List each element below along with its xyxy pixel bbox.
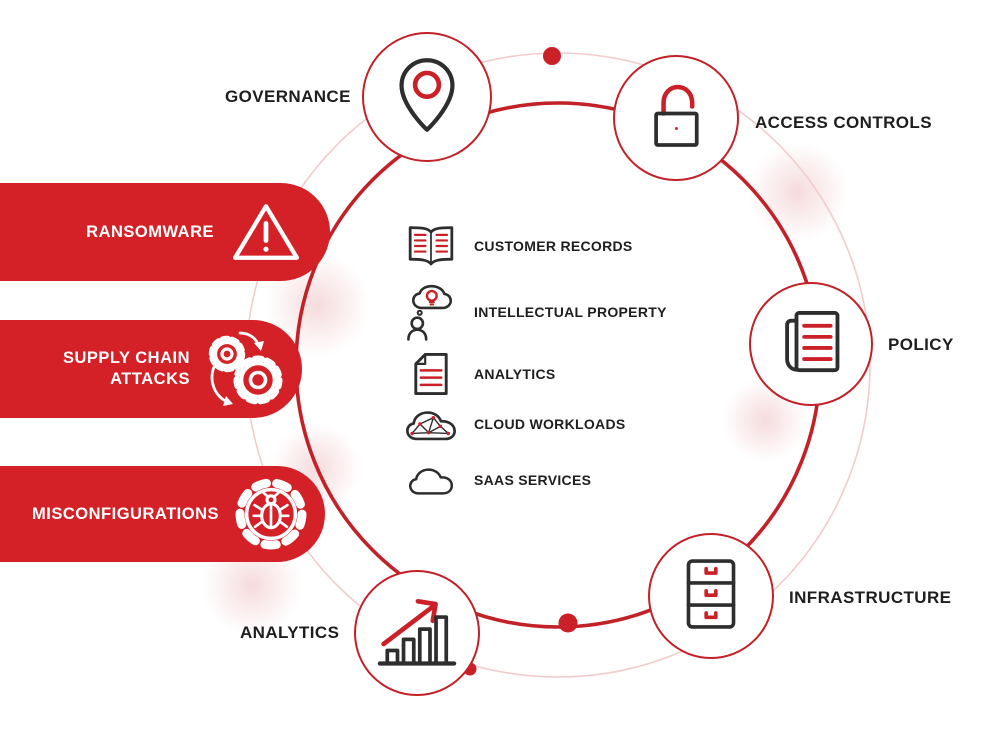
cloud-icon [404, 463, 458, 497]
threat-banner-misconfigurations: MISCONFIGURATIONS [0, 466, 325, 562]
threat-banner-ransomware: RANSOMWARE [0, 183, 330, 281]
gears-cycle-icon [202, 327, 286, 411]
analytics-label: ANALYTICS [240, 623, 340, 642]
policy-label: POLICY [888, 335, 954, 354]
infrastructure-label: INFRASTRUCTURE [789, 588, 952, 607]
asset-label: INTELLECTUAL PROPERTY [474, 304, 667, 320]
supply-chain-label: SUPPLY CHAIN ATTACKS [62, 349, 190, 388]
ring-dot [558, 613, 578, 633]
node-governance [362, 32, 492, 162]
storage-drawers-icon [682, 557, 740, 636]
asset-intellectual-property: INTELLECTUAL PROPERTY [404, 284, 667, 341]
node-analytics [354, 570, 480, 696]
node-infrastructure [648, 533, 774, 659]
bug-gear-icon [232, 475, 310, 553]
open-book-icon [404, 223, 458, 269]
asset-saas-services: SAAS SERVICES [404, 456, 591, 504]
asset-customer-records: CUSTOMER RECORDS [404, 222, 633, 270]
ransomware-label: RANSOMWARE [86, 222, 214, 241]
idea-person-icon [404, 282, 458, 342]
threat-banner-supply-chain: SUPPLY CHAIN ATTACKS [0, 320, 302, 418]
location-pin-icon [393, 56, 461, 139]
governance-label: GOVERNANCE [225, 87, 351, 106]
asset-label: ANALYTICS [474, 366, 556, 382]
blush-spot [748, 142, 848, 242]
misconfigurations-label: MISCONFIGURATIONS [32, 504, 219, 523]
cloud-mesh-icon [404, 404, 458, 444]
growth-chart-icon [376, 592, 458, 675]
access-controls-label: ACCESS CONTROLS [755, 113, 932, 132]
asset-cloud-workloads: CLOUD WORKLOADS [404, 400, 626, 448]
node-policy [749, 282, 873, 406]
report-document-icon [404, 350, 458, 398]
ring-dot [543, 47, 561, 65]
asset-analytics: ANALYTICS [404, 350, 556, 398]
warning-triangle-icon [230, 200, 302, 264]
asset-label: CUSTOMER RECORDS [474, 238, 633, 254]
policy-document-icon [778, 307, 844, 382]
asset-label: CLOUD WORKLOADS [474, 416, 626, 432]
open-padlock-icon [644, 82, 708, 155]
asset-label: SAAS SERVICES [474, 472, 592, 488]
node-access-controls [613, 55, 739, 181]
